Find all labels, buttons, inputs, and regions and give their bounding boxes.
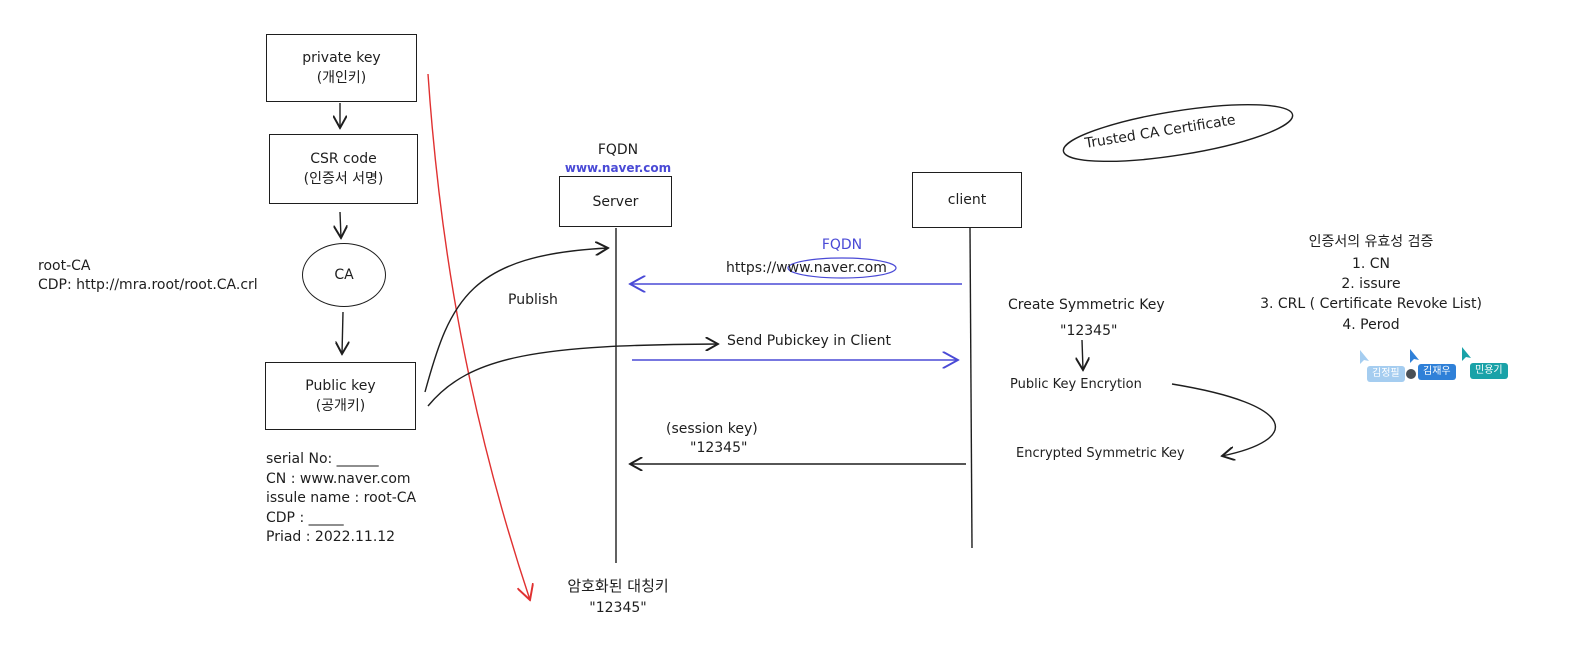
cert-field-cn: CN : www.naver.com [266, 471, 411, 487]
send-pubkey-curve [427, 344, 718, 407]
cert-field-serial: serial No: ______ [266, 451, 379, 467]
symmetric-key-value: "12345" [1060, 323, 1118, 339]
validation-item-crl: 3. CRL ( Certificate Revoke List) [1260, 296, 1482, 312]
validation-item-period: 4. Perod [1342, 317, 1400, 333]
server-box[interactable]: Server [559, 176, 672, 227]
public-key-box[interactable]: Public key (공개키) [265, 362, 416, 430]
root-ca-label: root-CA [38, 258, 91, 274]
csr-label: CSR code [310, 151, 377, 167]
csr-sublabel: (인증서 서명) [303, 171, 384, 187]
client-label: client [947, 192, 987, 208]
url-highlight-ellipse [787, 257, 897, 279]
private-key-box[interactable]: private key (개인키) [266, 34, 417, 102]
public-key-sublabel: (공개키) [315, 398, 366, 414]
cert-field-period: Priad : 2022.11.12 [266, 529, 396, 545]
create-symmetric-key: Create Symmetric Key [1008, 297, 1165, 313]
public-key-label: Public key [305, 378, 376, 394]
arrow-encrypt-to-result [1171, 383, 1277, 456]
session-key-label: (session key) [666, 421, 758, 437]
server-label: Server [592, 193, 639, 210]
csr-code-box[interactable]: CSR code (인증서 서명) [269, 134, 418, 204]
cert-field-issuer: issule name : root-CA [266, 490, 417, 506]
client-box[interactable]: client [912, 172, 1022, 228]
trusted-ca-ellipse [1062, 103, 1294, 163]
server-fqdn-label: FQDN [597, 142, 639, 158]
validation-title: 인증서의 유효성 검증 [1308, 234, 1434, 250]
encrypted-key-value: "12345" [589, 600, 647, 616]
session-key-value: "12345" [690, 440, 748, 456]
collaborator-tag-1: 김정필 [1367, 366, 1405, 382]
server-fqdn-url: www.naver.com [564, 161, 672, 175]
cert-field-cdp: CDP : _____ [266, 510, 344, 526]
client-lifeline [969, 227, 973, 549]
validation-item-issuer: 2. issure [1341, 276, 1401, 292]
arrow-create-to-encrypt [1082, 339, 1083, 370]
encrypted-symmetric-key: Encrypted Symmetric Key [1016, 446, 1185, 461]
private-key-label: private key [302, 50, 381, 66]
arrow-csr-to-ca [340, 211, 341, 238]
validation-item-cn: 1. CN [1351, 256, 1391, 272]
ca-label: CA [334, 267, 354, 283]
publish-label: Publish [508, 292, 558, 308]
encrypted-key-note: 암호화된 대칭키 [567, 577, 669, 595]
public-key-encryption: Public Key Encrytion [1010, 377, 1142, 392]
collaborator-tag-2: 김재우 [1418, 364, 1456, 380]
ca-circle[interactable]: CA [302, 243, 386, 307]
cursor-dot [1406, 369, 1416, 379]
cursor-pointer-1 [1360, 350, 1369, 364]
arrow-ca-to-public [342, 311, 343, 354]
red-encrypted-arrow [427, 73, 530, 600]
publish-arrow [424, 248, 608, 393]
request-url-label: https://www.naver.com [726, 260, 887, 276]
cursor-pointer-2 [1410, 349, 1419, 363]
cursor-pointer-3 [1462, 347, 1471, 361]
collaborator-tag-3: 민용기 [1470, 363, 1508, 379]
private-key-sublabel: (개인키) [316, 70, 367, 86]
send-pubkey-label: Send Pubickey in Client [727, 333, 891, 349]
root-ca-cdp: CDP: http://mra.root/root.CA.crl [38, 277, 258, 293]
request-fqdn-label: FQDN [821, 237, 863, 253]
